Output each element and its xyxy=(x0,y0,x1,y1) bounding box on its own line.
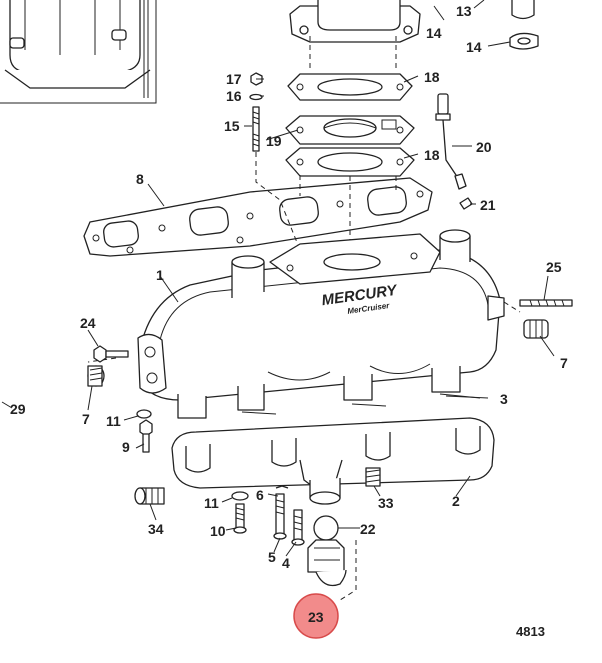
callout-7-left[interactable]: 7 xyxy=(82,411,90,427)
callout-11-lower[interactable]: 11 xyxy=(204,495,219,511)
callout-14-top[interactable]: 14 xyxy=(426,25,442,41)
callout-20[interactable]: 20 xyxy=(476,139,492,155)
callout-16[interactable]: 16 xyxy=(226,88,242,104)
callout-7-right[interactable]: 7 xyxy=(560,355,568,371)
callout-14-clamp[interactable]: 14 xyxy=(466,39,482,55)
figure-number: 4813 xyxy=(516,624,545,639)
water-jacket-elbow xyxy=(171,393,495,505)
callout-15[interactable]: 15 xyxy=(224,118,240,134)
callout-29[interactable]: 29 xyxy=(10,401,26,417)
callout-5[interactable]: 5 xyxy=(268,549,276,565)
top-adapter-part xyxy=(289,0,421,43)
callout-4[interactable]: 4 xyxy=(282,555,290,571)
temperature-sensor xyxy=(435,93,473,210)
callout-18-lower[interactable]: 18 xyxy=(424,147,440,163)
callout-8[interactable]: 8 xyxy=(136,171,144,187)
callout-11-upper[interactable]: 11 xyxy=(106,413,121,429)
hose-and-clamp xyxy=(509,0,539,50)
callout-19[interactable]: 19 xyxy=(266,133,282,149)
leader-lines xyxy=(1,0,555,557)
callout-17[interactable]: 17 xyxy=(226,71,242,87)
callout-23[interactable]: 23 xyxy=(308,609,324,625)
callout-9[interactable]: 9 xyxy=(122,439,130,455)
callout-13[interactable]: 13 xyxy=(456,3,472,19)
fasteners-center xyxy=(273,299,573,587)
callout-1[interactable]: 1 xyxy=(156,267,164,283)
callout-22[interactable]: 22 xyxy=(360,521,376,537)
callout-33[interactable]: 33 xyxy=(378,495,394,511)
callout-10[interactable]: 10 xyxy=(210,523,226,539)
callout-25[interactable]: 25 xyxy=(546,259,562,275)
stud-assembly xyxy=(249,72,263,152)
gasket-stack xyxy=(285,73,415,177)
callout-3[interactable]: 3 xyxy=(500,391,508,407)
callout-21[interactable]: 21 xyxy=(480,197,496,213)
highlight-callout-23[interactable] xyxy=(293,593,339,639)
callout-18-upper[interactable]: 18 xyxy=(424,69,440,85)
manifold-gasket xyxy=(83,177,433,257)
exhaust-manifold xyxy=(137,229,505,419)
alignment-lines xyxy=(87,36,521,601)
callout-labels: 1 2 3 4 5 6 7 7 8 9 10 11 11 13 14 14 15… xyxy=(10,3,568,639)
callout-24[interactable]: 24 xyxy=(80,315,96,331)
callout-2[interactable]: 2 xyxy=(452,493,460,509)
fasteners-left xyxy=(87,345,249,534)
callout-34[interactable]: 34 xyxy=(148,521,164,537)
inset-view xyxy=(0,0,157,104)
callout-6[interactable]: 6 xyxy=(256,487,264,503)
